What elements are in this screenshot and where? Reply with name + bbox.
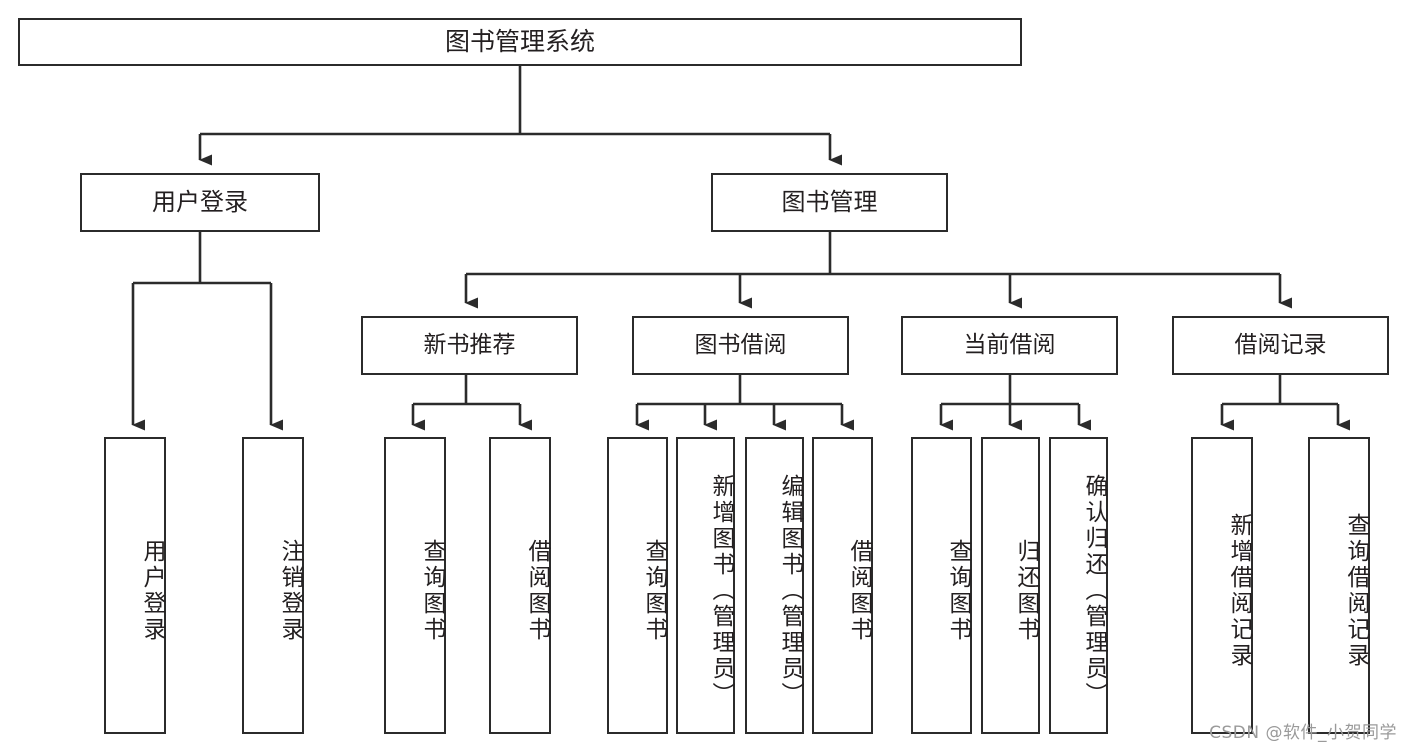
node-borrowing-records[interactable]: 借阅记录 [1172,316,1389,375]
node-label: 用户登录 [139,538,165,643]
node-leaf-add-borrowing-record[interactable]: 新增借阅记录 [1191,437,1253,734]
node-leaf-query-books-recommendation[interactable]: 查询图书 [384,437,446,734]
node-label: 确认归还（管理员） [1081,473,1107,708]
node-leaf-return-books[interactable]: 归还图书 [981,437,1040,734]
node-leaf-user-login[interactable]: 用户登录 [104,437,166,734]
node-book-borrowing[interactable]: 图书借阅 [632,316,849,375]
node-label: 新增图书（管理员） [708,473,734,708]
node-label: 查询图书 [641,538,667,643]
node-label: 图书管理系统 [444,27,595,56]
node-label: 编辑图书（管理员） [777,473,803,708]
node-leaf-query-borrowing-record[interactable]: 查询借阅记录 [1308,437,1370,734]
node-label: 归还图书 [1013,538,1039,643]
node-label: 查询图书 [419,538,445,643]
node-label: 借阅图书 [524,538,550,643]
node-book-management[interactable]: 图书管理 [711,173,948,232]
node-label: 图书管理 [781,188,878,217]
csdn-watermark: CSDN @软件_小贺同学 [1209,718,1397,743]
node-leaf-borrow-books-borrowing[interactable]: 借阅图书 [812,437,873,734]
node-label: 用户登录 [152,188,248,217]
node-leaf-logout[interactable]: 注销登录 [242,437,304,734]
node-leaf-edit-book-admin[interactable]: 编辑图书（管理员） [745,437,804,734]
node-label: 新书推荐 [423,331,516,358]
node-user-login[interactable]: 用户登录 [80,173,320,232]
node-label: 查询借阅记录 [1343,512,1369,669]
node-label: 新增借阅记录 [1226,512,1252,669]
node-leaf-borrow-books-recommendation[interactable]: 借阅图书 [489,437,551,734]
node-label: 注销登录 [277,538,303,643]
node-label: 图书借阅 [694,331,787,358]
node-new-book-recommendation[interactable]: 新书推荐 [361,316,578,375]
node-root-library-management-system[interactable]: 图书管理系统 [18,18,1022,66]
node-label: 当前借阅 [963,331,1056,358]
node-label: 借阅图书 [846,538,872,643]
node-label: 查询图书 [945,538,971,643]
watermark-text: CSDN @软件_小贺同学 [1209,723,1397,743]
node-label: 借阅记录 [1234,331,1327,358]
node-leaf-add-book-admin[interactable]: 新增图书（管理员） [676,437,735,734]
node-leaf-query-books-current[interactable]: 查询图书 [911,437,972,734]
node-leaf-confirm-return-admin[interactable]: 确认归还（管理员） [1049,437,1108,734]
node-leaf-query-books-borrowing[interactable]: 查询图书 [607,437,668,734]
node-current-borrowing[interactable]: 当前借阅 [901,316,1118,375]
